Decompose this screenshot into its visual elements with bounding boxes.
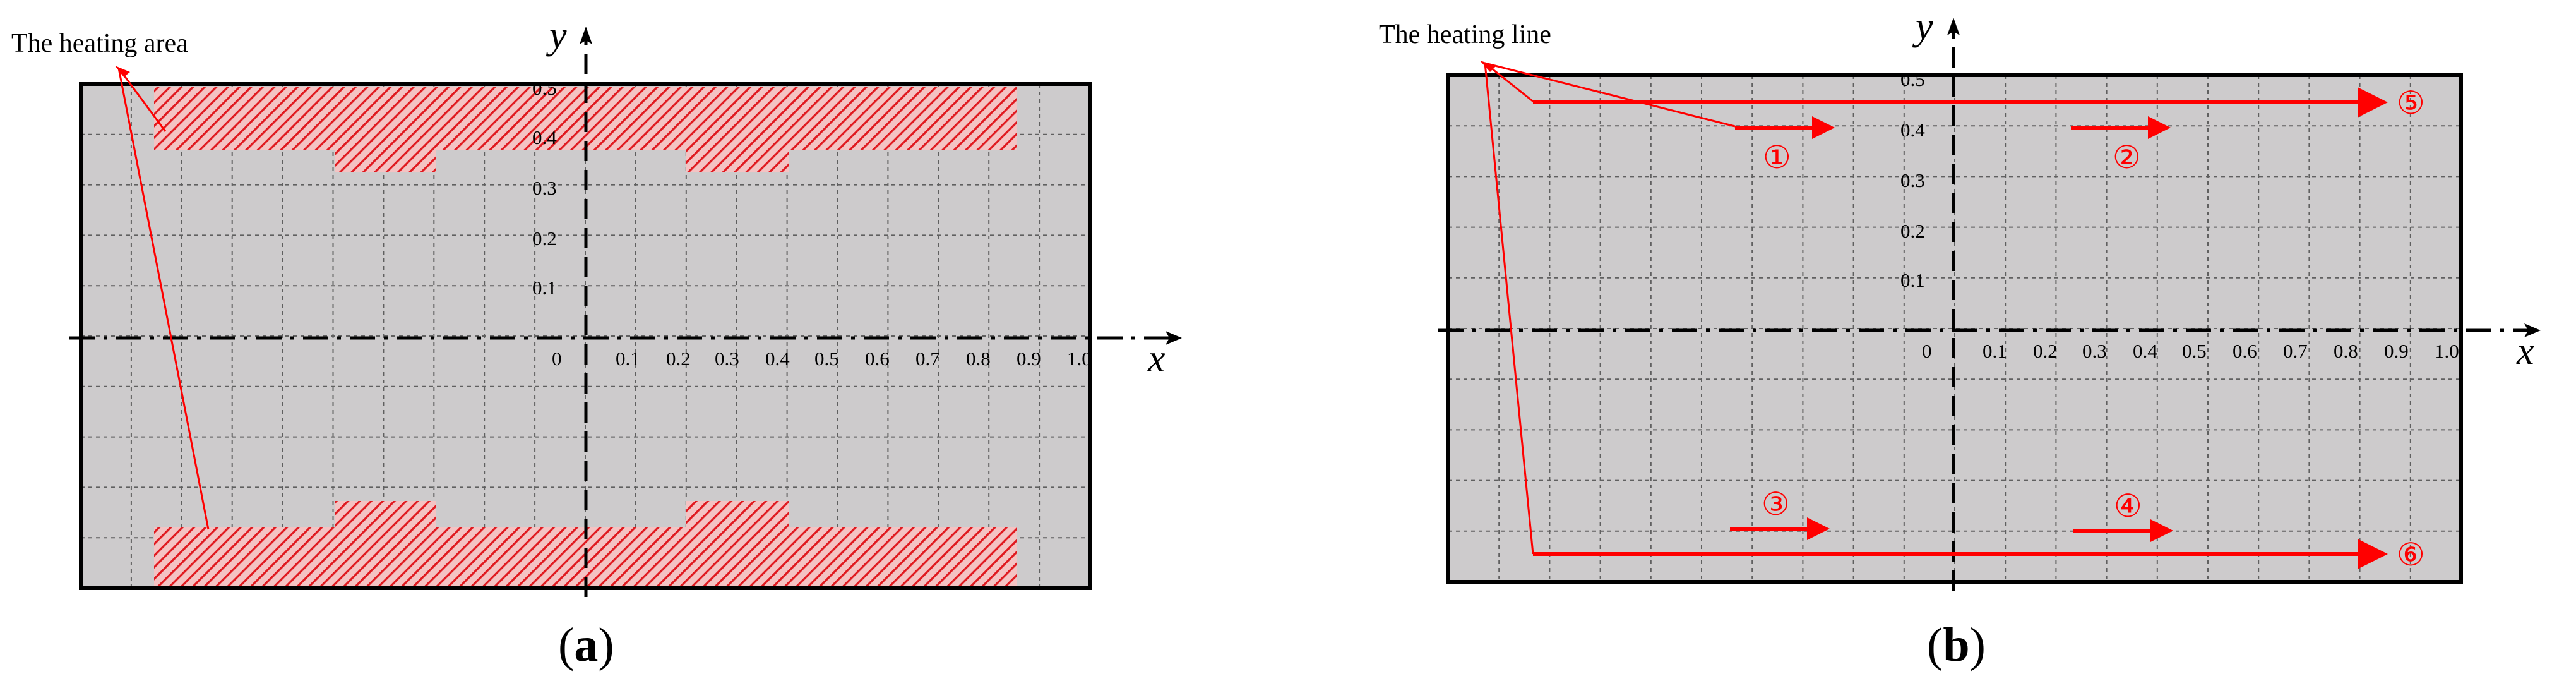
panel-b: x y 0 0.1 0.2 0.3 0.4 0.5 0.6 0.7 0.8 0.…	[1379, 5, 2541, 672]
y-tick-label: 0.3	[532, 177, 557, 199]
y-axis-arrow-b	[1947, 18, 1960, 35]
heated-tab-top-right	[686, 150, 789, 172]
grid-b	[1448, 75, 2461, 582]
heating-line-label-6: ⑥	[2397, 536, 2425, 573]
y-tick-label: 0.2	[532, 227, 557, 250]
x-tick-labels-b: 0.1 0.2 0.3 0.4 0.5 0.6 0.7 0.8 0.9 1.0	[1983, 340, 2459, 362]
heated-tab-bottom-right	[686, 501, 789, 527]
annotation-b: The heating line	[1379, 20, 1551, 49]
y-axis-arrow-a	[580, 27, 592, 44]
y-axis-label-a: y	[546, 14, 567, 57]
x-tick-label: 0.4	[2133, 340, 2157, 362]
origin-label-b: 0	[1922, 340, 1932, 362]
y-tick-label: 0.4	[1900, 119, 1925, 141]
y-tick-label: 0.1	[532, 277, 557, 299]
caption-letter: a	[574, 618, 598, 672]
x-tick-label: 1.0	[2435, 340, 2459, 362]
x-tick-label: 0.1	[1983, 340, 2007, 362]
x-tick-label: 0.2	[2033, 340, 2058, 362]
y-tick-label: 0.4	[532, 126, 557, 148]
y-tick-label: 0.5	[532, 77, 557, 99]
x-tick-label: 0.7	[915, 347, 940, 370]
x-tick-label: 0.4	[765, 347, 790, 370]
heating-line-label-3: ③	[1762, 486, 1790, 522]
heated-tab-top-left	[335, 150, 436, 172]
x-axis-label-a: x	[1147, 337, 1166, 380]
y-tick-label: 0.5	[1900, 68, 1925, 90]
heating-line-labels-b: ① ② ③ ④ ⑤ ⑥	[1762, 85, 2425, 573]
grid-a	[81, 84, 1090, 588]
x-tick-label: 0.8	[966, 347, 991, 370]
x-tick-label: 0.2	[666, 347, 691, 370]
origin-label-a: 0	[552, 347, 562, 370]
y-tick-label: 0.2	[1900, 220, 1925, 242]
y-axis-label-b: y	[1912, 5, 1933, 48]
x-tick-label: 0.3	[2082, 340, 2107, 362]
x-tick-label: 0.8	[2334, 340, 2358, 362]
caption-b: (b)	[1927, 618, 1986, 672]
x-tick-label: 0.1	[616, 347, 640, 370]
x-axis-arrow-b	[2524, 323, 2541, 337]
x-tick-label: 0.6	[2233, 340, 2257, 362]
heated-tab-bottom-left	[335, 501, 436, 527]
x-tick-label: 1.0	[1067, 347, 1092, 370]
panel-a: x y 0 0.1 0.2 0.3 0.4 0.5 0.6 0.7 0.8 0.…	[11, 14, 1182, 672]
heating-line-label-1: ①	[1763, 139, 1791, 176]
y-tick-label: 0.1	[1900, 269, 1925, 291]
x-tick-label: 0.5	[2182, 340, 2207, 362]
x-axis-arrow-a	[1166, 331, 1182, 345]
heating-line-label-5: ⑤	[2397, 85, 2425, 121]
y-tick-labels-b: 0.1 0.2 0.3 0.4 0.5	[1900, 68, 1925, 291]
heating-line-label-4: ④	[2114, 488, 2142, 524]
x-axis-label-b: x	[2516, 330, 2534, 373]
caption-open-paren: (	[1927, 618, 1943, 672]
annotation-leaders-b	[1480, 61, 1736, 555]
caption-a: (a)	[558, 618, 614, 672]
x-tick-label: 0.6	[865, 347, 890, 370]
caption-open-paren: (	[558, 618, 574, 672]
x-tick-label: 0.9	[2384, 340, 2409, 362]
caption-close-paren: )	[598, 618, 614, 672]
caption-letter: b	[1943, 618, 1969, 672]
x-tick-label: 0.5	[814, 347, 839, 370]
y-tick-labels-a: 0.1 0.2 0.3 0.4 0.5	[532, 77, 557, 299]
x-tick-label: 0.7	[2283, 340, 2308, 362]
heating-line-label-2: ②	[2113, 139, 2141, 176]
x-tick-labels-a: 0.1 0.2 0.3 0.4 0.5 0.6 0.7 0.8 0.9 1.0	[616, 347, 1092, 370]
annotation-leaders-a	[115, 66, 210, 530]
x-tick-label: 0.3	[715, 347, 739, 370]
heating-lines-b	[1533, 87, 2388, 569]
y-tick-label: 0.3	[1900, 169, 1925, 191]
annotation-a: The heating area	[11, 29, 188, 58]
caption-close-paren: )	[1970, 618, 1986, 672]
x-tick-label: 0.9	[1017, 347, 1041, 370]
